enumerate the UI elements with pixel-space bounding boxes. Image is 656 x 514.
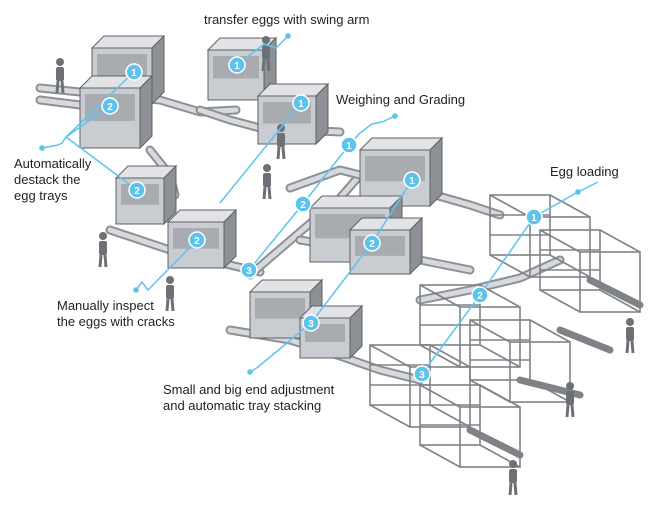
worker-figure <box>55 58 65 94</box>
svg-text:3: 3 <box>246 266 252 277</box>
callout-marker: 2 <box>471 286 489 304</box>
callout-leader <box>348 115 396 146</box>
destacker-machine <box>114 164 178 226</box>
worker-figure <box>98 232 108 268</box>
inspection-machine <box>248 278 324 340</box>
worker-figure <box>261 36 271 72</box>
callout-endpoint <box>575 189 581 195</box>
workers <box>55 36 635 496</box>
callout-leader <box>135 239 198 292</box>
worker-figure <box>508 460 518 496</box>
svg-text:3: 3 <box>308 319 314 330</box>
callout-endpoint <box>392 113 398 119</box>
callout-marker: 2 <box>101 97 119 115</box>
label-egg-loading: Egg loading <box>550 164 619 179</box>
svg-text:2: 2 <box>300 200 306 211</box>
callout-leader <box>219 102 302 204</box>
callout-marker: 2 <box>188 231 206 249</box>
callout-endpoint <box>247 369 253 375</box>
callout-leader <box>65 136 138 191</box>
callout-marker: 3 <box>413 365 431 383</box>
stacking-machine <box>298 304 364 360</box>
label-swing-arm: transfer eggs with swing arm <box>204 12 370 27</box>
callout-marker: 2 <box>128 181 146 199</box>
callout-marker: 1 <box>340 136 358 154</box>
callout-endpoint <box>285 33 291 39</box>
worker-figure <box>565 382 575 418</box>
svg-text:1: 1 <box>298 99 304 110</box>
label-stacking: Small and big end adjustment and automat… <box>163 382 335 413</box>
callout-leader <box>577 181 599 193</box>
callout-marker: 2 <box>294 195 312 213</box>
callout-marker: 3 <box>302 314 320 332</box>
callout-marker: 1 <box>525 208 543 226</box>
svg-text:1: 1 <box>346 141 352 152</box>
tray-ramp <box>556 326 614 354</box>
label-inspect: Manually inspect the eggs with cracks <box>57 298 175 329</box>
label-weighing-grading: Weighing and Grading <box>336 92 466 107</box>
tray-ramp <box>586 276 644 309</box>
callout-leader <box>65 105 111 138</box>
svg-text:2: 2 <box>369 239 375 250</box>
loading-rack <box>489 194 591 278</box>
svg-text:2: 2 <box>194 236 200 247</box>
callout-marker: 3 <box>240 261 258 279</box>
egg-loading-frames <box>369 194 644 468</box>
callout-endpoint <box>133 287 139 293</box>
callout-leader <box>236 35 289 66</box>
svg-text:1: 1 <box>131 68 137 79</box>
callout-leader <box>57 71 135 146</box>
worker-figure <box>276 124 286 160</box>
loading-rack <box>539 229 641 313</box>
svg-text:1: 1 <box>409 176 415 187</box>
grading-machine <box>348 216 424 276</box>
callout-marker: 1 <box>125 63 143 81</box>
callout-marker: 1 <box>292 94 310 112</box>
callout-marker: 2 <box>363 234 381 252</box>
svg-text:3: 3 <box>419 370 425 381</box>
destacker-machine <box>78 74 154 150</box>
svg-text:2: 2 <box>134 186 140 197</box>
callout-markers: 1 2 2 1 1 2 3 1 2 3 1 2 1 2 3 <box>101 56 543 383</box>
callout-marker: 1 <box>403 171 421 189</box>
loading-rack <box>419 384 521 468</box>
worker-figure <box>625 318 635 354</box>
callout-leader <box>421 191 579 375</box>
inspection-machine <box>166 208 238 270</box>
svg-text:1: 1 <box>234 61 240 72</box>
label-destack: Automatically destack the egg trays <box>14 156 92 203</box>
callout-marker: 1 <box>228 56 246 74</box>
svg-text:2: 2 <box>477 291 483 302</box>
worker-figure <box>165 276 175 312</box>
worker-figure <box>262 164 272 200</box>
tray-ramp <box>466 426 524 459</box>
svg-text:1: 1 <box>531 213 537 224</box>
svg-text:2: 2 <box>107 102 113 113</box>
callout-leader <box>41 144 59 149</box>
